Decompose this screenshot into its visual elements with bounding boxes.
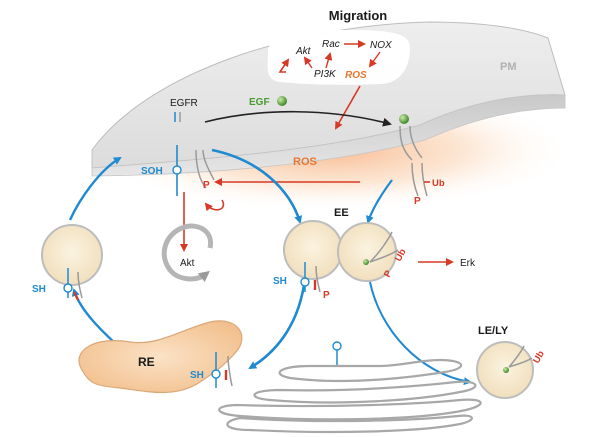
arrow-vesicle-to-pm bbox=[68, 156, 122, 221]
arrow-egfr-diffusion bbox=[204, 110, 392, 127]
signaling-ros: ROS bbox=[345, 70, 367, 81]
arrow-akt-migration bbox=[278, 58, 290, 73]
p-label-ee: P bbox=[323, 290, 330, 301]
ub-label-ee: Ub bbox=[393, 247, 409, 264]
sh-label-ee: SH bbox=[273, 276, 287, 287]
akt-label: Akt bbox=[180, 258, 195, 269]
egfr-soh-receptor bbox=[172, 145, 215, 196]
arrow-pm-to-ee bbox=[211, 148, 303, 224]
akt-cycle-icon bbox=[161, 223, 214, 283]
p-label-pm: P bbox=[414, 196, 421, 207]
arrow-nox-ros bbox=[368, 51, 381, 68]
pm-receptor-right bbox=[399, 125, 413, 161]
signaling-pi3k: PI3K bbox=[314, 69, 337, 80]
p-label-ee2: P bbox=[382, 268, 395, 279]
egf-label: EGF bbox=[249, 97, 270, 108]
ros-membrane-label: ROS bbox=[293, 156, 317, 168]
ub-label-ly: Ub bbox=[531, 349, 547, 366]
p-label-left: P bbox=[203, 180, 210, 191]
signaling-box: Akt Rac NOX PI3K ROS bbox=[267, 30, 410, 85]
arrow-ee-to-lely bbox=[369, 281, 472, 385]
recycling-endosome bbox=[78, 320, 243, 394]
lely-label: LE/LY bbox=[478, 325, 509, 337]
re-label: RE bbox=[138, 355, 155, 369]
arrow-endocytosis-pm-ee bbox=[366, 179, 393, 224]
signaling-akt: Akt bbox=[295, 46, 312, 57]
pm-receptor-right-b bbox=[409, 125, 423, 159]
endoplasmic-reticulum bbox=[218, 341, 482, 434]
self-phospho-arrow bbox=[204, 199, 225, 212]
diagram-title: Migration bbox=[329, 8, 388, 23]
signaling-rac: Rac bbox=[322, 39, 340, 50]
arrow-pi3k-akt bbox=[303, 56, 313, 69]
arrow-ros-membrane bbox=[335, 85, 361, 130]
pm-receptor-internalizing-b bbox=[421, 162, 428, 197]
recycling-vesicle bbox=[41, 224, 103, 301]
ub-label-pm: Ub bbox=[432, 178, 445, 189]
bound-egf-icon bbox=[399, 114, 409, 124]
ee-label: EE bbox=[334, 207, 349, 219]
sh-label-re: SH bbox=[190, 370, 204, 381]
pm-label: PM bbox=[500, 61, 517, 73]
arrow-ee-to-re bbox=[248, 277, 307, 370]
arrow-pi3k-rac bbox=[324, 52, 333, 69]
egfr-label: EGFR bbox=[170, 98, 198, 109]
soh-label: SOH bbox=[141, 166, 163, 177]
pm-receptor-internalizing bbox=[411, 162, 419, 197]
signaling-nox: NOX bbox=[370, 40, 392, 51]
early-endosome bbox=[283, 220, 399, 293]
egf-ligand-icon bbox=[277, 96, 287, 106]
erk-label: Erk bbox=[460, 258, 476, 269]
sh-label-vesicle: SH bbox=[32, 284, 46, 295]
plasma-membrane bbox=[91, 21, 566, 177]
late-endosome-lysosome bbox=[476, 341, 534, 399]
